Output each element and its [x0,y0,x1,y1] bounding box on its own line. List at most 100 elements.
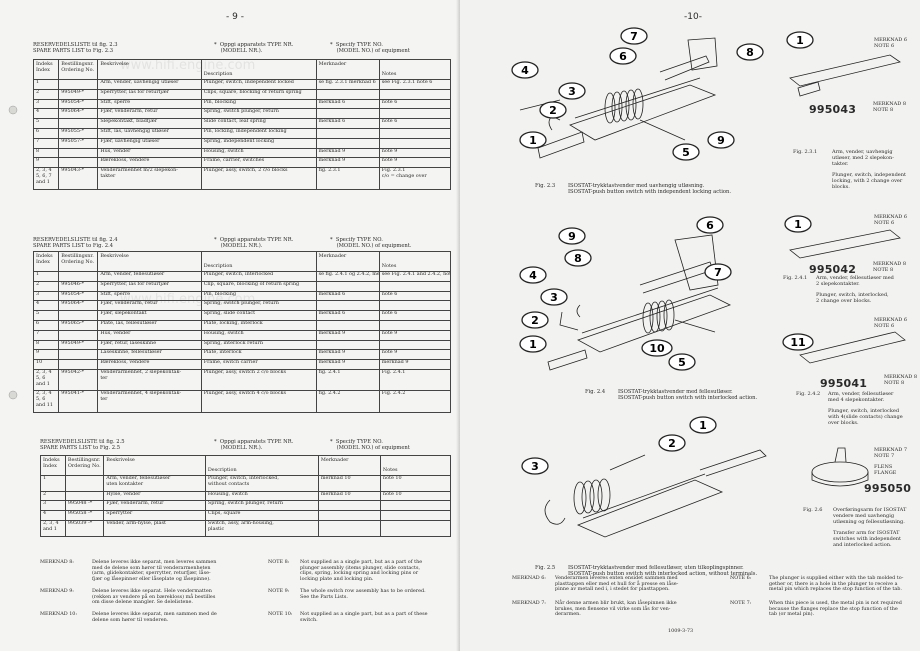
col-notes-cell [379,510,452,521]
col-desc-en-cell: Housing, switch [204,490,319,502]
col-index-cell: 5 [32,118,60,129]
remark-8-label: MERKNAD 8: [40,559,74,565]
note-7-label: NOTE 7: [730,600,752,606]
col-desc-en-cell: Plate, interlock [200,349,317,361]
col-index-cell: 4 [32,108,60,120]
svg-text:1: 1 [794,218,802,231]
callout-1: 1 [689,416,717,434]
col-order-cell [58,79,99,90]
col-notes-cell: Fig. 2.3.1 c/o = change over [378,167,452,190]
col-index-cell: 2 [32,280,60,292]
col-index-cell: 4 [32,300,60,312]
col-desc-no-cell: Fjær, retur, låseskinne [97,339,202,351]
col-desc-no-cell: Stift, sperre [97,98,202,110]
col-remark-cell [315,108,380,120]
col-index-cell: 6 [32,319,60,331]
left-page: - 9 - www.hifi.engine.com www.hifi.engin… [8,12,452,623]
col-remark-cell [317,510,381,521]
col-index-cell: 2, 3, 4 5, 6 and 1 [32,368,60,392]
col-desc-en-cell: Plunger, switch, independent locked [200,79,317,90]
svg-text:3: 3 [531,460,539,473]
remark-10-label: MERKNAD 10: [40,611,78,617]
col-notes-cell: note 6 [378,118,452,129]
col-order-header: Bestillingsnr. Ordering No. [58,59,99,80]
remark-6-text: Venderarmen leveres enten ensidet sammen… [555,575,679,592]
col-order-cell: 995042-* [58,368,99,392]
col-desc-en-cell: Plunger, assy, switch, 2 c/o blocks [200,167,317,190]
col-remark-cell: merknad 6 [315,98,380,110]
table3-type-note-en: * Specify TYPE NO. (MODEL NO.) of equipm… [330,439,410,451]
col-notes-cell: note 6 [378,290,452,302]
col-remark-cell [315,88,380,100]
col-desc-no-header: Beskrivelse [97,251,202,272]
col-index-cell: 3 [32,290,60,302]
col-notes-cell: note 10 [379,490,452,502]
col-remark-cell: merknad 6 [315,290,380,302]
col-notes-cell [379,519,452,537]
fig-2-4-label: Fig. 2.4 [585,389,606,395]
col-order-cell: 995049-* [58,88,99,100]
col-desc-no-cell: Arm, vender, fellesutløser [97,271,202,282]
col-desc-en-cell: Clip, square, blocking of return spring [200,280,317,292]
col-remark-cell [315,280,380,292]
svg-text:5: 5 [682,146,690,159]
col-index-cell: 2, 3, 4 5, 6 and 11 [32,390,60,413]
callout-4: 4 [519,266,547,284]
col-order-cell: 995049-* [58,339,99,351]
col-order-cell: 995043-* [58,167,99,190]
col-order-header: Bestillingsnr. Ordering No. [64,455,105,476]
binder-holes [8,105,18,400]
col-desc-no-cell: Plate, lås, fellesutløser [97,319,202,331]
table2-type-note-no: * Oppgi apparatets TYPE NR. (MODELL NR.)… [214,237,294,249]
table3-type-note-no: * Oppgi apparatets TYPE NR. (MODELL NR.)… [214,439,294,451]
col-remark-cell [315,137,380,149]
col-order-cell: 995041-* [58,390,99,413]
svg-text:3: 3 [550,291,558,304]
svg-text:1: 1 [796,34,804,47]
col-remark-cell: fig. 2.3.1 [315,167,380,190]
col-notes-cell: note 10 [379,475,452,492]
table2-type-note-en: * Specify TYPE NO. (MODEL NO.) of equipm… [330,237,412,249]
col-desc-no-cell: Hus, vender [97,329,202,341]
col-desc-no-cell: Venderarmenhet m/2 slepekon- takter [97,167,202,190]
col-desc-en-cell: Switch, assy, arm-housing, plastic [204,519,319,537]
col-remark-cell [317,500,381,512]
col-desc-en-cell: Plunger, assy, switch 2 c/o blocks [200,368,317,392]
note-6-label: NOTE 6: [730,575,752,581]
side-fig-2-6-drawing [811,447,869,487]
col-index-cell: 3 [40,500,66,512]
svg-text:1: 1 [529,134,537,147]
col-desc-no-cell: Vender, arm-hylse, plast [103,519,206,537]
table1-type-note-no: * Oppgi apparatets TYPE NR. (MODELL NR.)… [214,42,294,54]
table3-title-en: SPARE PARTS LIST to Fig. 2.5 [40,445,121,451]
table1-title-no: RESERVEDELSLISTE til fig. 2.3 [33,42,118,48]
col-desc-en-cell: Pin, blocking [200,98,317,110]
col-index-cell: 2, 3, 4 and 1 [40,519,66,537]
remark-9-label: MERKNAD 9: [40,588,74,594]
svg-text:6: 6 [706,219,714,232]
col-notes-header: Notes [379,455,452,476]
col-order-cell [58,118,99,129]
col-order-header: Bestillingsnr. Ordering No. [58,251,99,272]
col-desc-en-cell: Plunger, assy, switch 4 c/o blocks [200,390,317,413]
col-desc-en-cell: Plate, locking, interlock [200,319,317,331]
col-notes-cell [378,108,452,120]
fig-2-4-caption: ISOSTAT-trykktastvender med fellesutløse… [618,389,758,401]
table1-type-note-en: * Specify TYPE NO. (MODEL NO.) of equipm… [330,42,410,54]
callout-6: 6 [609,47,637,65]
callout-8: 8 [564,249,592,267]
remark-8-text: Delene leveres ikke separat, men leveres… [92,559,217,582]
remark-10-text: Delene leveres ikke separat, men sammen … [92,611,217,623]
note-10-label: NOTE 10: [268,611,293,617]
side4-caption: Overføringsarm for ISOSTAT vendere med u… [833,507,907,548]
remark-7-text: Når denne armen blir brukt, kan låsepinn… [555,600,677,617]
